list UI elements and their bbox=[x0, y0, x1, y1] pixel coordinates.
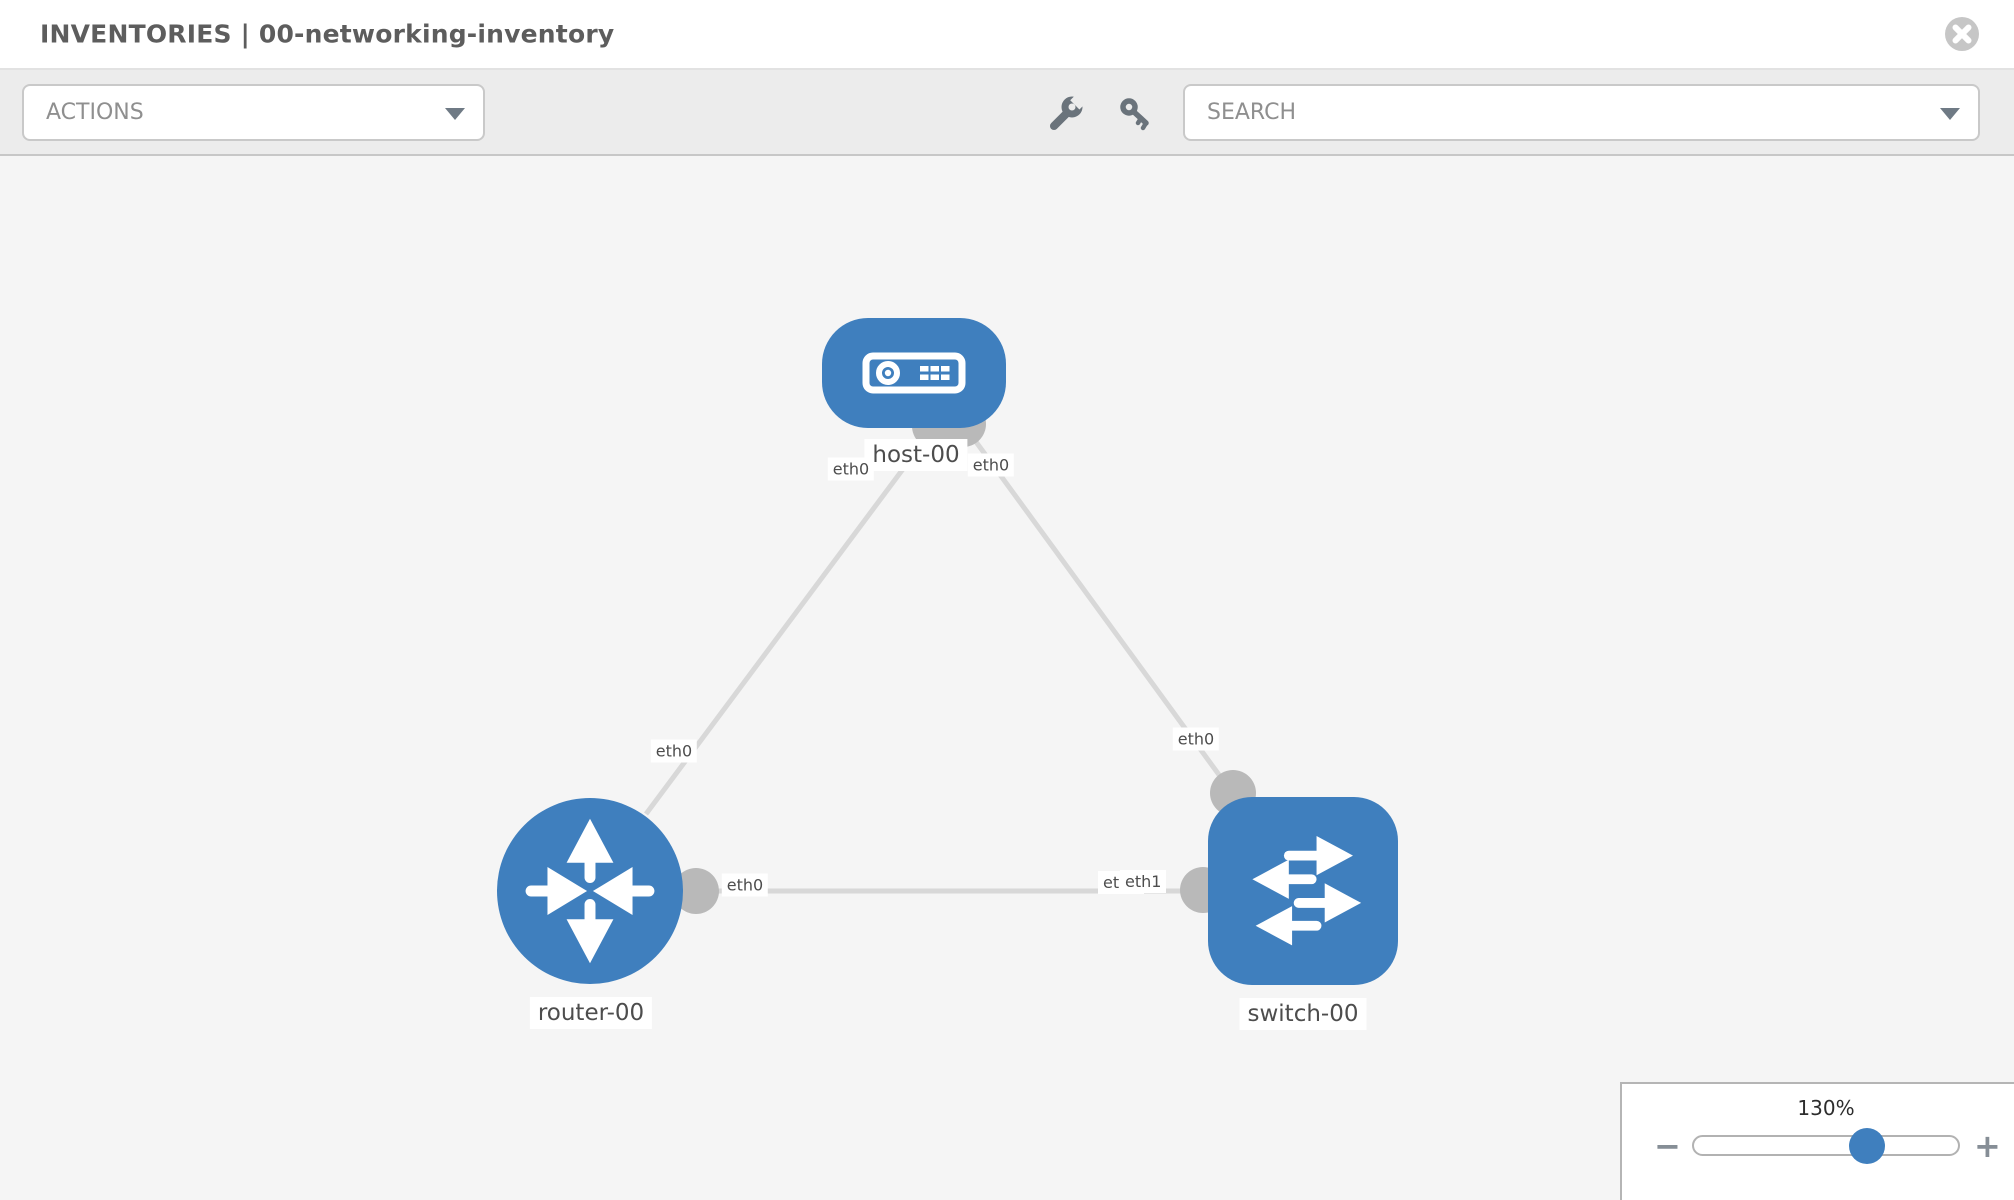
close-icon[interactable] bbox=[1944, 16, 1980, 52]
zoom-panel: 130% − + bbox=[1620, 1082, 2014, 1200]
toolbar: ACTIONS SEARCH bbox=[0, 70, 2014, 156]
interface-label-switch-eth1: eth1 bbox=[1120, 870, 1167, 893]
zoom-slider-thumb[interactable] bbox=[1849, 1128, 1885, 1164]
zoom-in-button[interactable]: + bbox=[1974, 1127, 2001, 1165]
router-icon bbox=[525, 818, 655, 964]
zoom-out-button[interactable]: − bbox=[1654, 1127, 1681, 1165]
chevron-down-icon bbox=[1940, 107, 1960, 120]
node-label-switch: switch-00 bbox=[1239, 998, 1367, 1030]
node-label-host: host-00 bbox=[864, 439, 968, 471]
switch-icon bbox=[1251, 835, 1361, 945]
actions-dropdown[interactable]: ACTIONS bbox=[22, 84, 485, 141]
zoom-level-value: 130% bbox=[1797, 1096, 1855, 1120]
node-host-00[interactable] bbox=[822, 318, 1006, 428]
chevron-down-icon bbox=[445, 107, 465, 120]
wrench-icon[interactable] bbox=[1045, 94, 1085, 134]
titlebar: INVENTORIES | 00-networking-inventory bbox=[0, 0, 2014, 70]
actions-dropdown-placeholder: ACTIONS bbox=[46, 100, 144, 125]
interface-label-host-eth0-left: eth0 bbox=[827, 457, 875, 481]
interface-label-switch-eth0-top: eth0 bbox=[1172, 727, 1220, 751]
search-dropdown[interactable]: SEARCH bbox=[1183, 84, 1980, 141]
zoom-slider[interactable] bbox=[1692, 1128, 1960, 1164]
node-switch-00[interactable] bbox=[1208, 797, 1398, 985]
search-dropdown-placeholder: SEARCH bbox=[1207, 100, 1297, 125]
node-router-00[interactable] bbox=[497, 798, 683, 984]
page-title: INVENTORIES | 00-networking-inventory bbox=[40, 19, 615, 49]
node-label-router: router-00 bbox=[529, 997, 653, 1029]
interface-label-router-eth0-right: eth0 bbox=[721, 873, 769, 897]
interface-label-router-eth0-top: eth0 bbox=[650, 739, 698, 763]
key-icon[interactable] bbox=[1115, 94, 1155, 134]
host-icon bbox=[862, 352, 966, 394]
interface-label-host-eth0-right: eth0 bbox=[967, 453, 1015, 477]
